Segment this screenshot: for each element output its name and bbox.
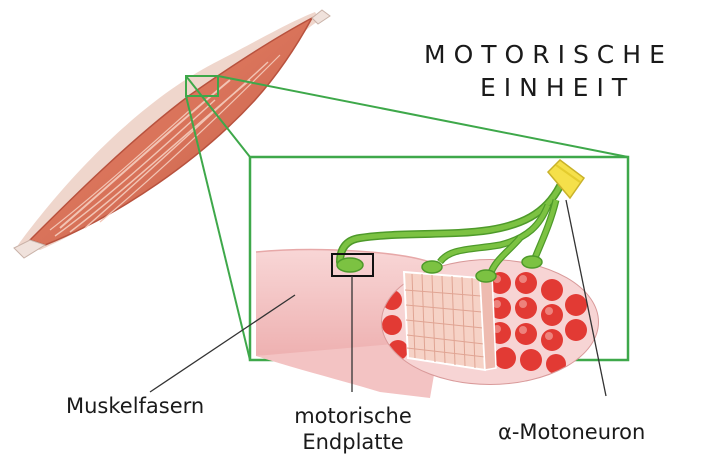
whole-muscle-icon: [14, 10, 330, 258]
label-endplate-line1: motorische: [275, 404, 431, 428]
label-muscle-fibers: Muskelfasern: [66, 394, 204, 418]
label-motoneuron: α-Motoneuron: [498, 420, 645, 444]
myofibril-block: [404, 272, 496, 370]
label-endplate-line2: Endplatte: [275, 430, 431, 454]
diagram-title-line1: MOTORISCHE: [424, 40, 673, 69]
diagram-title-line2: EINHEIT: [480, 73, 635, 102]
